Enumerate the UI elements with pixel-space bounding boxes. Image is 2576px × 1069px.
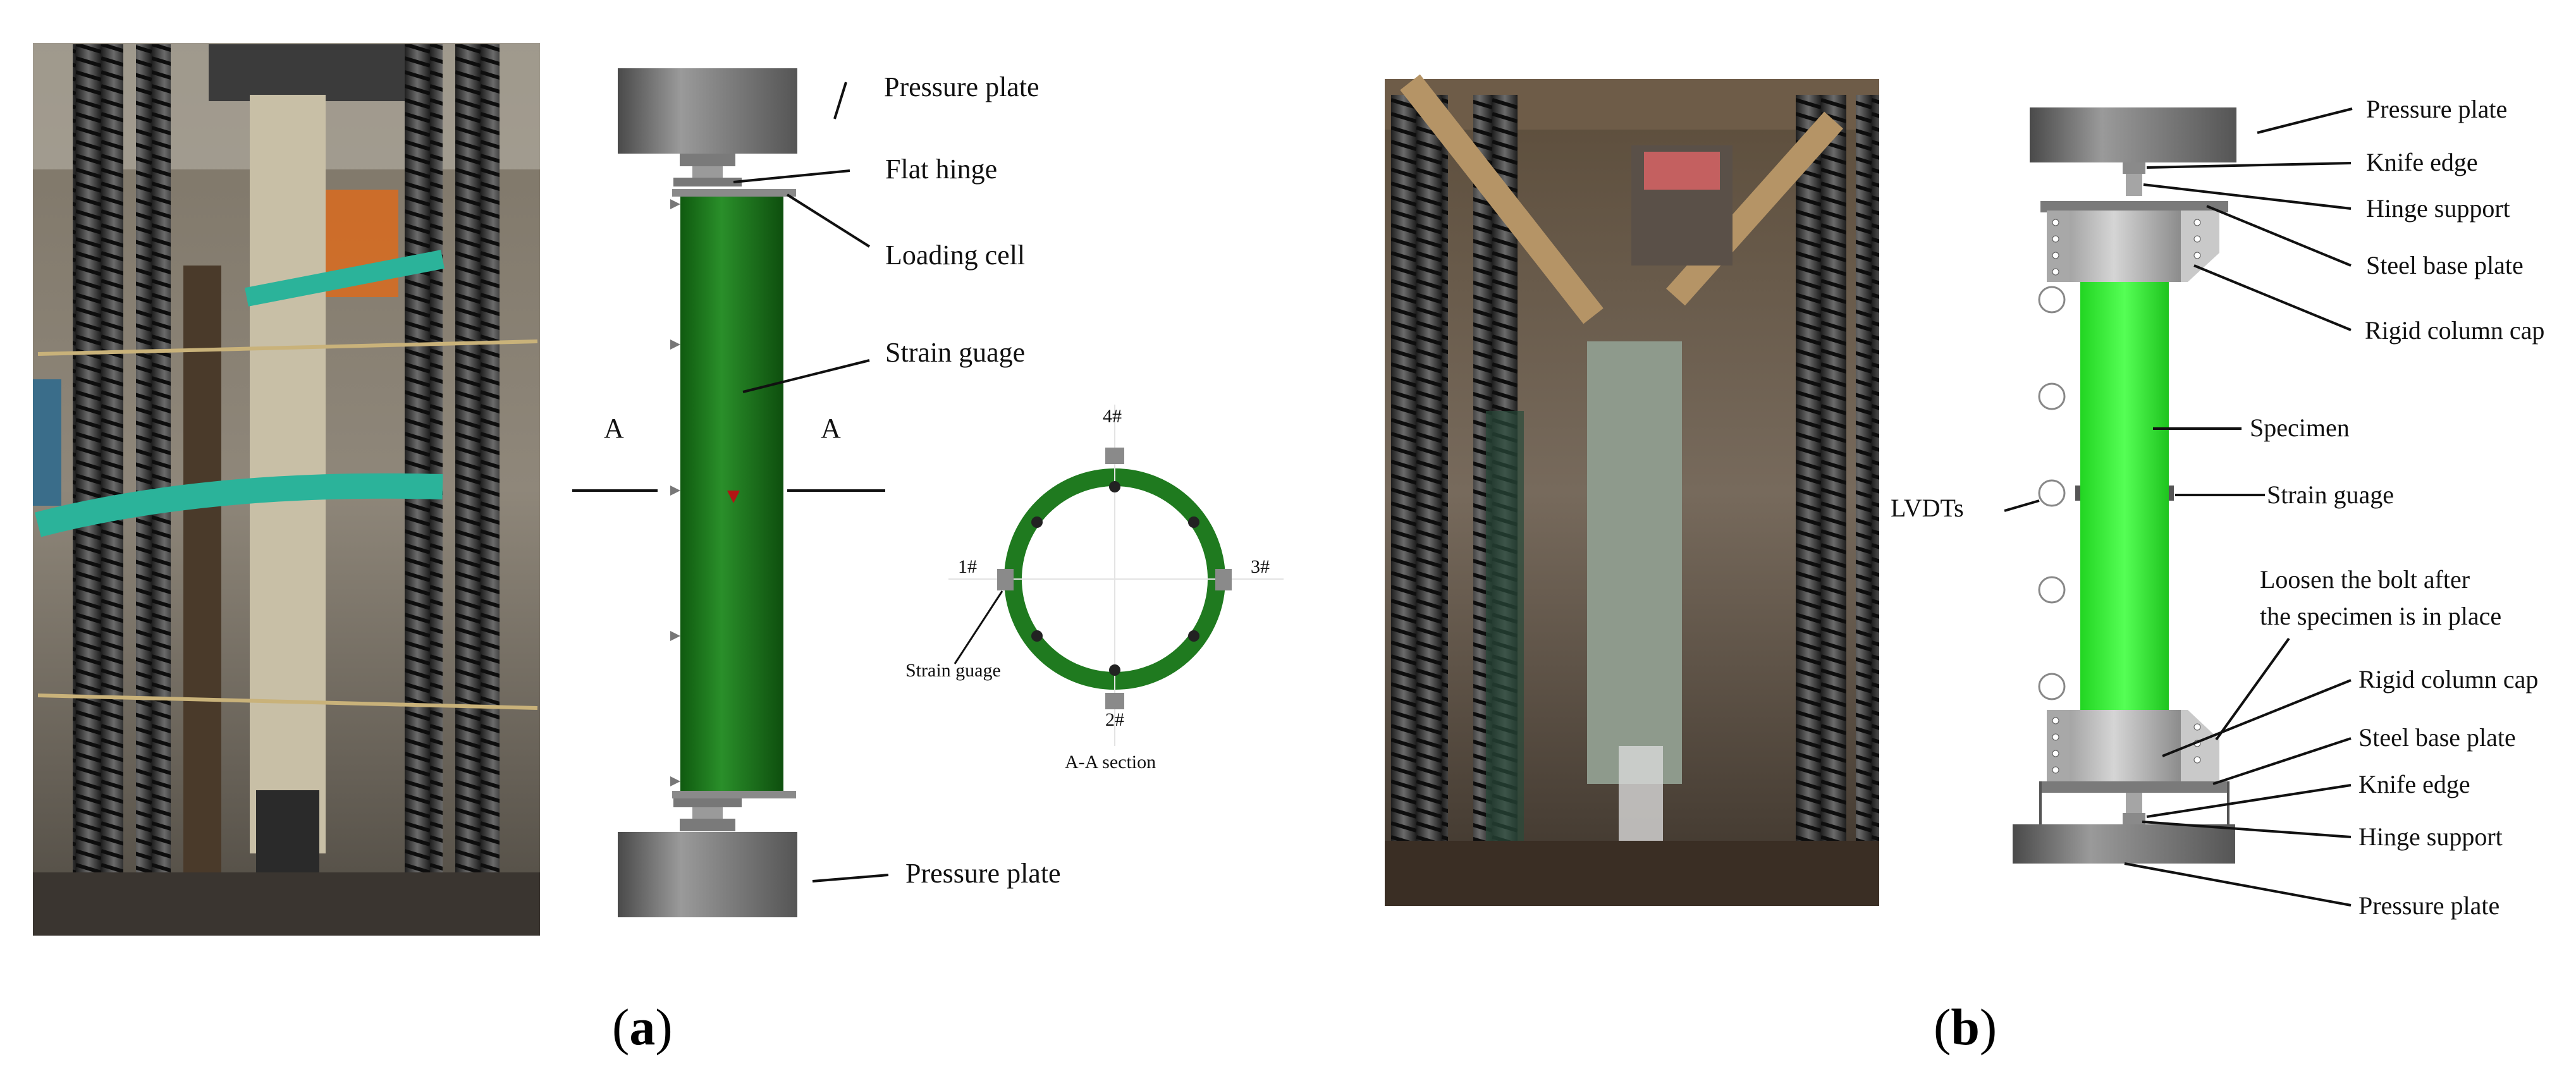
label-pos-3: 3#: [1251, 556, 1270, 577]
label-steel-base-plate-bottom: Steel base plate: [2358, 723, 2516, 752]
pressure-plate-bottom-a: [618, 832, 797, 917]
hinge-support-bottom: [2126, 793, 2142, 813]
specimen-b: [2080, 282, 2169, 710]
label-strain-gauge-b: Strain guage: [2267, 480, 2394, 509]
gauge-pos-3: [1215, 569, 1232, 590]
label-section-strain-gauge: Strain guage: [905, 660, 1001, 681]
label-pressure-plate-bottom-a: Pressure plate: [905, 858, 1061, 889]
gauge-pos-2: [1105, 693, 1124, 709]
gauge-marker-a: [727, 491, 740, 503]
photo-a: [33, 43, 540, 936]
gauge-pos-1: [997, 569, 1014, 590]
loading-cell-top: [672, 189, 796, 197]
label-pressure-plate-top-a: Pressure plate: [884, 71, 1040, 102]
label-rigid-column-cap-top: Rigid column cap: [2365, 316, 2544, 345]
label-hinge-support-bottom: Hinge support: [2358, 822, 2503, 851]
label-specimen: Specimen: [2250, 413, 2350, 442]
label-section-title: A-A section: [1065, 752, 1156, 773]
label-pos-4: 4#: [1103, 406, 1122, 427]
flat-hinge-top: [680, 154, 735, 166]
gauge-marker-b-right: [2169, 486, 2174, 501]
label-flat-hinge: Flat hinge: [885, 154, 997, 185]
label-section-mark-right: A: [821, 413, 841, 444]
gauge-pos-4: [1105, 448, 1124, 464]
pressure-plate-top-a: [618, 68, 797, 154]
photo-b: [1385, 74, 1879, 906]
hinge-support-top: [2126, 174, 2142, 196]
panel-a: Pressure plate Flat hinge Loading cell S…: [33, 43, 1284, 1056]
label-knife-edge-bottom: Knife edge: [2358, 770, 2470, 798]
label-loading-cell: Loading cell: [885, 240, 1025, 271]
label-pressure-plate-bottom-b: Pressure plate: [2358, 891, 2499, 920]
label-pos-2: 2#: [1105, 709, 1124, 730]
caption-b: (b): [1934, 998, 1997, 1056]
cross-section-a-a: [948, 405, 1284, 746]
steel-base-plate-bottom: [2040, 781, 2228, 793]
label-bolt-note-line1: Loosen the bolt after: [2260, 565, 2470, 594]
column-drawing-a: [572, 68, 889, 917]
label-steel-base-plate-top: Steel base plate: [2366, 251, 2524, 279]
label-knife-edge-top: Knife edge: [2366, 148, 2478, 176]
label-rigid-column-cap-bottom: Rigid column cap: [2358, 665, 2538, 693]
label-bolt-note-line2: the specimen is in place: [2260, 602, 2501, 630]
gauge-marker-b-left: [2075, 486, 2080, 501]
knife-edge-bottom: [2123, 813, 2145, 824]
caption-a: (a): [612, 998, 673, 1056]
lvdt-group: [2038, 286, 2066, 700]
pressure-plate-top-b: [2030, 107, 2236, 162]
label-strain-gauge-a: Strain guage: [885, 337, 1025, 368]
label-lvdts: LVDTs: [1891, 494, 1964, 522]
label-hinge-support-top: Hinge support: [2366, 194, 2510, 223]
label-pressure-plate-top-b: Pressure plate: [2366, 95, 2507, 123]
steel-base-plate-top: [2040, 201, 2228, 212]
knife-edge-top: [2123, 162, 2145, 174]
label-section-mark-left: A: [604, 413, 624, 444]
label-pos-1: 1#: [958, 556, 977, 577]
panel-b: Pressure plate Knife edge Hinge support …: [1385, 74, 2544, 1056]
column-drawing-b: [2004, 107, 2353, 907]
pressure-plate-bottom-b: [2013, 824, 2235, 864]
